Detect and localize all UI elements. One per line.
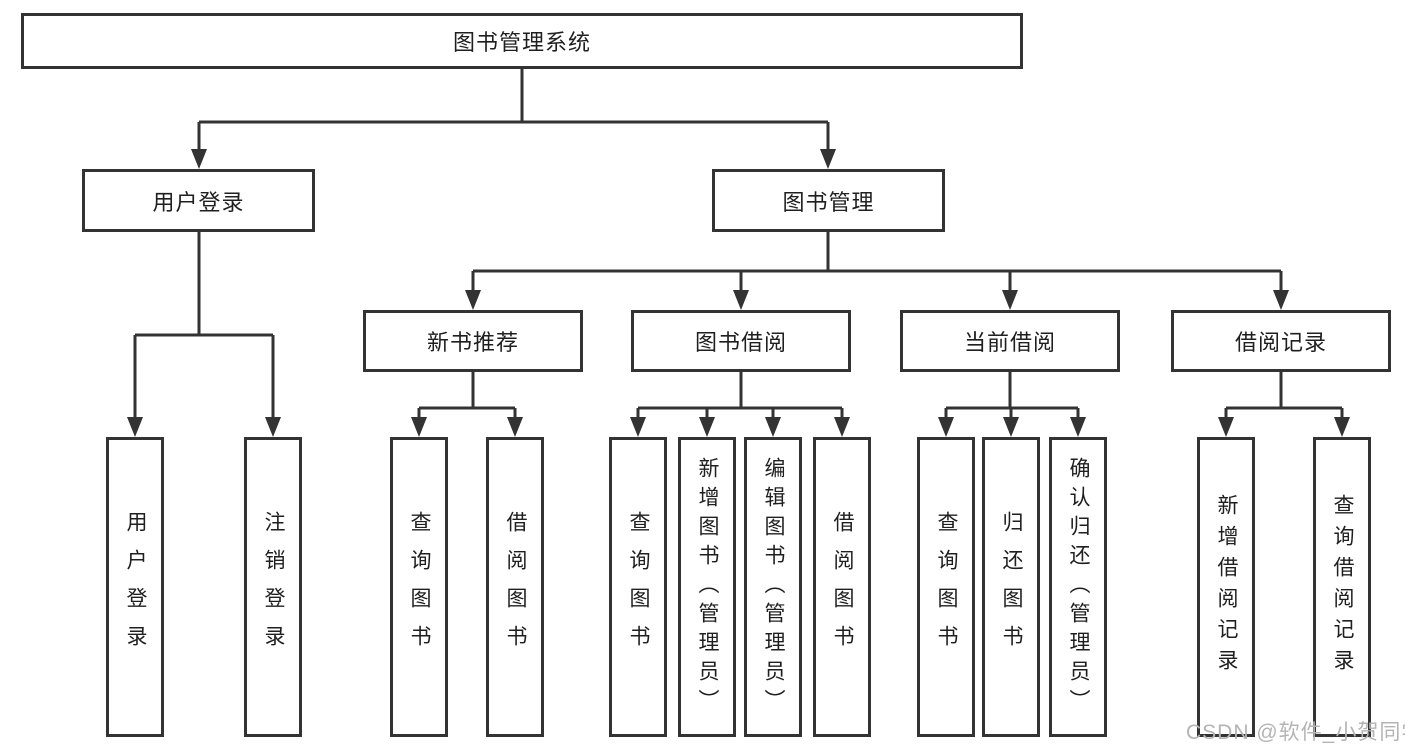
node-label: 归还图书 xyxy=(1000,511,1023,663)
node-leaf-confirm-return-admin: 确认归还（管理员） xyxy=(1049,437,1107,737)
node-leaf-edit-book-admin: 编辑图书（管理员） xyxy=(744,437,802,737)
node-current-borrow: 当前借阅 xyxy=(900,310,1120,372)
edge-bookmgmt-to-level3 xyxy=(471,232,1283,293)
node-label: 当前借阅 xyxy=(963,330,1056,355)
node-leaf-query-book-3: 查询图书 xyxy=(917,437,975,737)
node-label: 借阅记录 xyxy=(1234,330,1327,355)
node-label: 确认归还（管理员） xyxy=(1067,456,1090,718)
node-label: 用户登录 xyxy=(124,511,147,663)
node-label: 注销登录 xyxy=(262,511,285,663)
arrowheads xyxy=(127,149,1350,437)
arrow-down-icon xyxy=(265,417,281,437)
arrow-down-icon xyxy=(1070,417,1086,437)
watermark: CSDN @软件_小贺同学 xyxy=(1186,721,1405,744)
node-label: 用户登录 xyxy=(152,189,245,215)
node-label: 新增图书（管理员） xyxy=(696,456,719,718)
node-leaf-query-borrow-record: 查询借阅记录 xyxy=(1313,437,1371,737)
node-leaf-borrow-book-2: 借阅图书 xyxy=(813,437,871,737)
node-label: 借阅图书 xyxy=(831,511,854,663)
arrow-down-icon xyxy=(699,417,715,437)
arrow-down-icon xyxy=(411,417,427,437)
node-leaf-query-book-1: 查询图书 xyxy=(390,437,448,737)
node-leaf-user-login: 用户登录 xyxy=(106,437,164,737)
node-leaf-add-borrow-record: 新增借阅记录 xyxy=(1197,437,1255,737)
node-label: 新增借阅记录 xyxy=(1215,494,1238,680)
node-label: 查询图书 xyxy=(935,511,958,663)
node-label: 图书借阅 xyxy=(694,330,787,355)
node-label: 查询借阅记录 xyxy=(1331,494,1354,680)
edge-newbook-to-leaves xyxy=(417,372,517,419)
arrow-down-icon xyxy=(733,290,749,310)
node-new-book-recommend: 新书推荐 xyxy=(363,310,583,372)
edge-currentborrow-to-leaves xyxy=(944,372,1080,419)
arrow-down-icon xyxy=(820,149,836,169)
node-leaf-logout: 注销登录 xyxy=(244,437,302,737)
arrow-down-icon xyxy=(834,417,850,437)
node-label: 编辑图书（管理员） xyxy=(762,456,785,718)
arrow-down-icon xyxy=(1003,417,1019,437)
node-book-management: 图书管理 xyxy=(712,169,945,232)
node-leaf-add-book-admin: 新增图书（管理员） xyxy=(678,437,736,737)
edge-bookborrow-to-leaves xyxy=(636,372,844,419)
arrow-down-icon xyxy=(630,417,646,437)
node-label: 新书推荐 xyxy=(426,330,519,355)
node-root-system: 图书管理系统 xyxy=(21,13,1023,69)
node-leaf-query-book-2: 查询图书 xyxy=(609,437,667,737)
node-user-login: 用户登录 xyxy=(82,169,315,232)
node-borrow-records: 借阅记录 xyxy=(1171,310,1391,372)
node-leaf-return-book: 归还图书 xyxy=(982,437,1040,737)
edge-root-to-level2 xyxy=(197,69,830,151)
arrow-down-icon xyxy=(1002,290,1018,310)
node-label: 查询图书 xyxy=(627,511,650,663)
arrow-down-icon xyxy=(191,149,207,169)
edge-records-to-leaves xyxy=(1224,372,1344,419)
arrow-down-icon xyxy=(465,290,481,310)
arrow-down-icon xyxy=(938,417,954,437)
edge-userlogin-to-leaves xyxy=(133,232,275,419)
node-label: 查询图书 xyxy=(408,511,431,663)
node-label: 图书管理 xyxy=(782,189,875,215)
arrow-down-icon xyxy=(507,417,523,437)
node-label: 借阅图书 xyxy=(504,511,527,663)
arrow-down-icon xyxy=(1273,290,1289,310)
arrow-down-icon xyxy=(1334,417,1350,437)
arrow-down-icon xyxy=(765,417,781,437)
node-label: 图书管理系统 xyxy=(452,30,591,55)
node-leaf-borrow-book-1: 借阅图书 xyxy=(486,437,544,737)
arrow-down-icon xyxy=(127,417,143,437)
node-book-borrow: 图书借阅 xyxy=(631,310,851,372)
arrow-down-icon xyxy=(1218,417,1234,437)
